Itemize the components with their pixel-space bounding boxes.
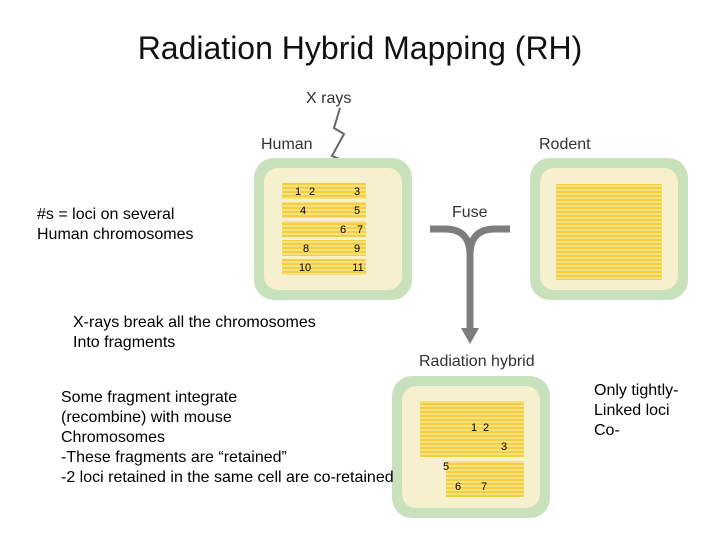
locus-label: 8: [303, 243, 309, 255]
locus-label: 3: [501, 441, 507, 453]
locus-label: 9: [354, 243, 360, 255]
locus-label: 3: [354, 186, 360, 198]
tightly-linked-note: Only tightly- Linked loci Co-: [594, 381, 678, 441]
note-line: Chromosomes: [61, 429, 166, 446]
note-line: Co-: [594, 422, 620, 439]
note-line: Some fragment integrate: [61, 389, 238, 406]
note-line: Linked loci: [594, 402, 670, 419]
locus-label: 7: [357, 224, 363, 236]
fragments-note: Some fragment integrate (recombine) with…: [61, 388, 394, 488]
locus-label: 2: [309, 186, 315, 198]
chromosome: [556, 184, 662, 280]
locus-label: 5: [443, 461, 449, 473]
page-title: Radiation Hybrid Mapping (RH): [137, 30, 583, 66]
locus-label: 10: [299, 262, 311, 274]
radiation-hybrid-label: Radiation hybrid: [419, 353, 535, 370]
locus-label: 1: [295, 186, 301, 198]
rodent-cell: [530, 158, 688, 300]
human-label: Human: [261, 136, 313, 153]
note-line: -These fragments are “retained”: [61, 449, 287, 466]
fuse-label: Fuse: [452, 204, 488, 221]
note-line: Into fragments: [73, 334, 176, 351]
loci-note: #s = loci on several Human chromosomes: [37, 205, 194, 245]
fuse-arrow-icon: [461, 328, 479, 344]
locus-label: 7: [481, 481, 487, 493]
xray-break-note: X-rays break all the chromosomes Into fr…: [73, 313, 316, 353]
chromosome: [446, 461, 524, 497]
note-line: X-rays break all the chromosomes: [73, 314, 316, 331]
locus-label: 6: [455, 481, 461, 493]
note-line: Only tightly-: [594, 382, 679, 399]
locus-label: 11: [352, 262, 363, 274]
xrays-label: X rays: [306, 90, 352, 107]
chromosome: [282, 221, 366, 237]
chromosome: [420, 401, 524, 457]
note-line: Human chromosomes: [37, 226, 194, 243]
locus-label: 1: [471, 422, 477, 434]
chromosome: [282, 259, 366, 275]
fuse-connector: [430, 225, 510, 344]
rodent-label: Rodent: [539, 136, 591, 153]
locus-label: 2: [483, 422, 489, 434]
note-line: -2 loci retained in the same cell are co…: [61, 469, 394, 486]
note-line: (recombine) with mouse: [61, 409, 232, 426]
chromosome: [282, 240, 366, 256]
chromosome: [282, 183, 366, 199]
note-line: #s = loci on several: [37, 206, 175, 223]
locus-label: 4: [300, 205, 306, 217]
radiation-hybrid-cell: 1 2 3 5 6 7: [392, 376, 550, 518]
chromosome: [282, 202, 366, 218]
locus-label: 6: [340, 224, 346, 236]
locus-label: 5: [354, 205, 360, 217]
human-cell: 1 2 3 4 5 6 7 8 9 10 11: [254, 158, 412, 300]
